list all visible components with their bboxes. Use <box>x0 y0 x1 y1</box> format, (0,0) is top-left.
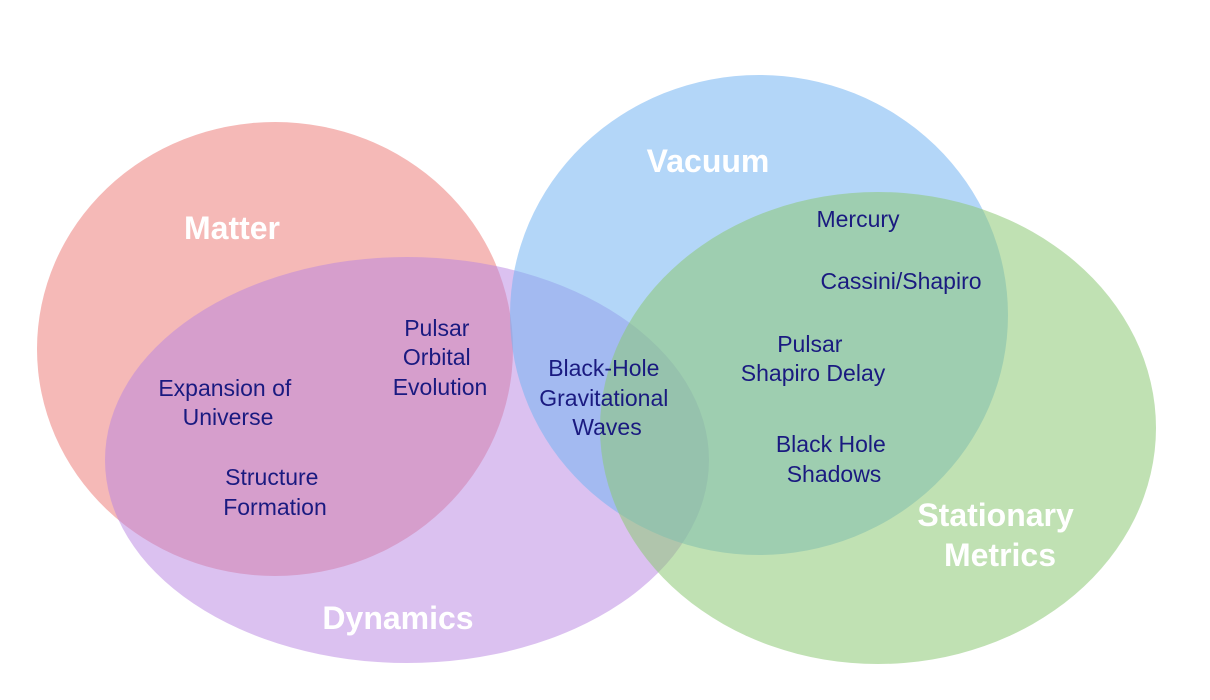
expansion-of-universe-label: Expansion of Universe <box>158 375 297 430</box>
set-ellipses <box>37 75 1156 664</box>
item-labels: Expansion of Universe Structure Formatio… <box>158 206 981 520</box>
pulsar-orbital-evolution-label: Pulsar Orbital Evolution <box>393 315 488 400</box>
stationary-metrics-label-line: Stationary <box>917 497 1074 533</box>
vacuum-set-label: Vacuum <box>647 143 770 179</box>
pulsar-shapiro-delay-label: Pulsar Shapiro Delay <box>741 331 886 386</box>
cassini-shapiro-label: Cassini/Shapiro <box>820 268 981 294</box>
stationary-metrics-set-ellipse <box>600 192 1156 664</box>
dynamics-set-label: Dynamics <box>322 600 473 636</box>
black-hole-gravitational-waves-label: Black-Hole Gravitational Waves <box>539 355 675 440</box>
mercury-label: Mercury <box>816 206 900 232</box>
set-labels: Matter Dynamics Vacuum Stationary Metric… <box>184 143 1082 636</box>
structure-formation-label: Structure Formation <box>223 464 327 520</box>
matter-set-label: Matter <box>184 210 280 246</box>
black-hole-shadows-label: Black Hole Shadows <box>776 431 892 487</box>
stationary-metrics-label-line: Metrics <box>944 537 1056 573</box>
stationary-metrics-set-label: Stationary Metrics <box>917 497 1082 573</box>
